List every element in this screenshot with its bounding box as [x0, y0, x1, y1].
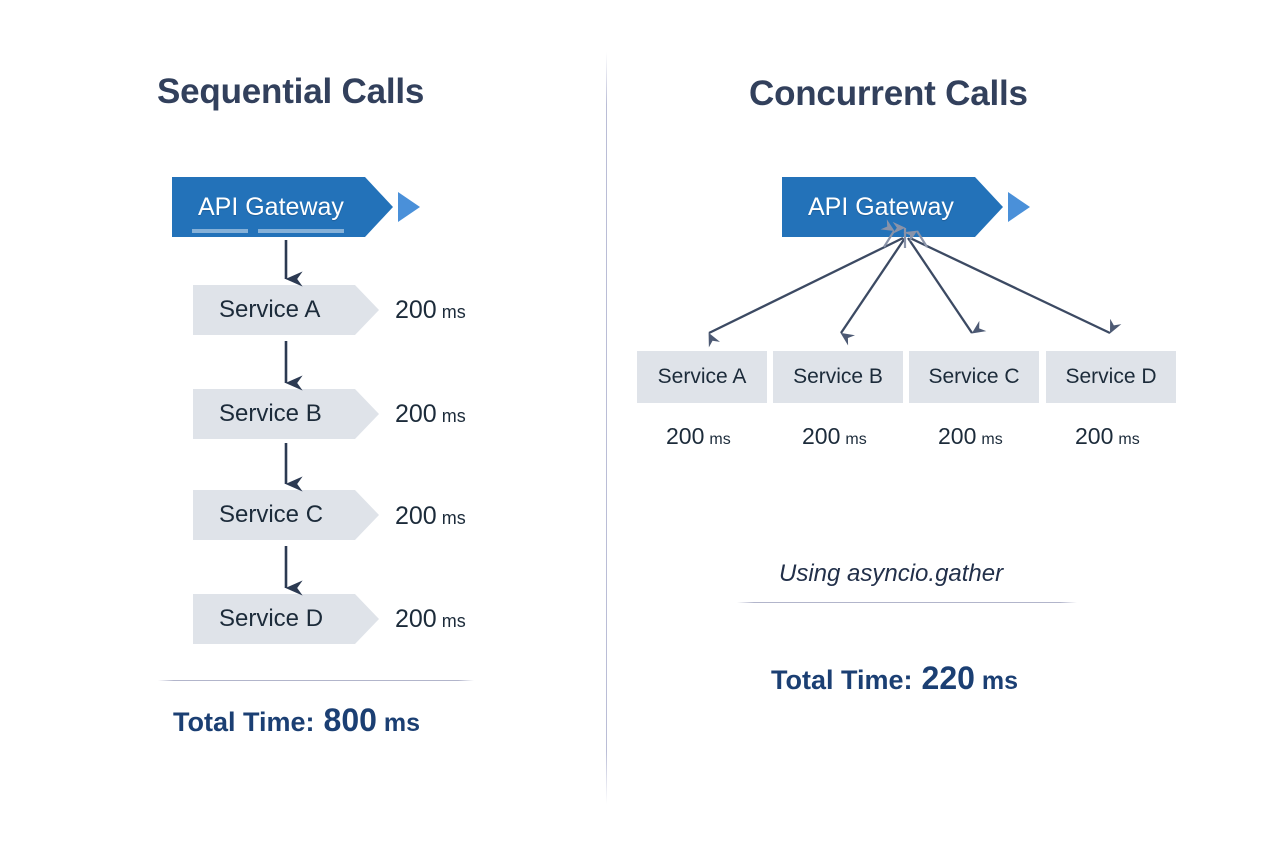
service-duration-c-left: 200 ms — [395, 502, 466, 531]
total-time-label: Total Time: — [173, 707, 315, 737]
service-duration-b-left: 200 ms — [395, 400, 466, 429]
api-gateway-label-left: API Gateway — [198, 192, 344, 221]
concurrent-fanout-arrows — [708, 236, 1122, 348]
total-time-left: Total Time: 800 ms — [173, 702, 420, 739]
service-node-a-left: Service A — [193, 285, 379, 335]
service-label-d-left: Service D — [219, 605, 324, 632]
service-node-b-right: Service B — [773, 351, 903, 403]
total-time-right: Total Time: 220 ms — [771, 660, 1018, 697]
service-duration-b-right: 200 ms — [802, 423, 867, 450]
service-node-c-right: Service C — [909, 351, 1039, 403]
api-gateway-node-left: API Gateway — [172, 177, 393, 237]
service-duration-a-right: 200 ms — [666, 423, 731, 450]
gateway-underline-segment — [258, 229, 344, 233]
service-node-a-right: Service A — [637, 351, 767, 403]
service-label-a-right: Service A — [657, 365, 747, 388]
service-duration-a-left: 200 ms — [395, 296, 466, 325]
duration-value: 200 — [666, 423, 705, 449]
panel-title-sequential: Sequential Calls — [157, 72, 425, 111]
duration-unit: ms — [981, 431, 1003, 448]
panel-divider — [606, 52, 607, 804]
api-gateway-node-right: API Gateway — [782, 177, 1003, 237]
service-node-d-left: Service D — [193, 594, 379, 644]
api-gateway-tip-icon-left — [398, 192, 420, 222]
total-time-value: 220 — [921, 660, 975, 696]
duration-unit: ms — [441, 302, 466, 322]
panel-title-concurrent: Concurrent Calls — [749, 74, 1028, 113]
total-time-label: Total Time: — [771, 665, 913, 695]
total-time-value: 800 — [323, 702, 377, 738]
duration-value: 200 — [1075, 423, 1114, 449]
service-duration-d-left: 200 ms — [395, 605, 466, 634]
service-label-b-left: Service B — [219, 400, 322, 427]
service-duration-c-right: 200 ms — [938, 423, 1003, 450]
gateway-underline-segment — [192, 229, 248, 233]
service-label-d-right: Service D — [1065, 365, 1157, 388]
service-duration-d-right: 200 ms — [1075, 423, 1140, 450]
duration-unit: ms — [441, 508, 466, 528]
service-label-b-right: Service B — [793, 365, 883, 388]
total-time-unit: ms — [981, 667, 1019, 695]
duration-value: 200 — [395, 400, 437, 428]
duration-value: 200 — [938, 423, 977, 449]
service-node-b-left: Service B — [193, 389, 379, 439]
service-node-d-right: Service D — [1046, 351, 1176, 403]
service-label-a-left: Service A — [219, 296, 321, 323]
api-gateway-tip-icon-right — [1008, 192, 1030, 222]
total-time-unit: ms — [383, 709, 421, 737]
duration-value: 200 — [395, 502, 437, 530]
duration-unit: ms — [441, 611, 466, 631]
duration-unit: ms — [1118, 431, 1140, 448]
service-label-c-right: Service C — [928, 365, 1020, 388]
duration-value: 200 — [802, 423, 841, 449]
duration-value: 200 — [395, 296, 437, 324]
right-summary-rule — [737, 602, 1077, 603]
asyncio-gather-note: Using asyncio.gather — [779, 560, 1004, 587]
duration-unit: ms — [845, 431, 867, 448]
service-label-c-left: Service C — [219, 501, 324, 528]
duration-unit: ms — [709, 431, 731, 448]
duration-unit: ms — [441, 406, 466, 426]
service-node-c-left: Service C — [193, 490, 379, 540]
duration-value: 200 — [395, 605, 437, 633]
left-summary-rule — [158, 680, 474, 681]
api-gateway-label-right: API Gateway — [808, 192, 954, 221]
